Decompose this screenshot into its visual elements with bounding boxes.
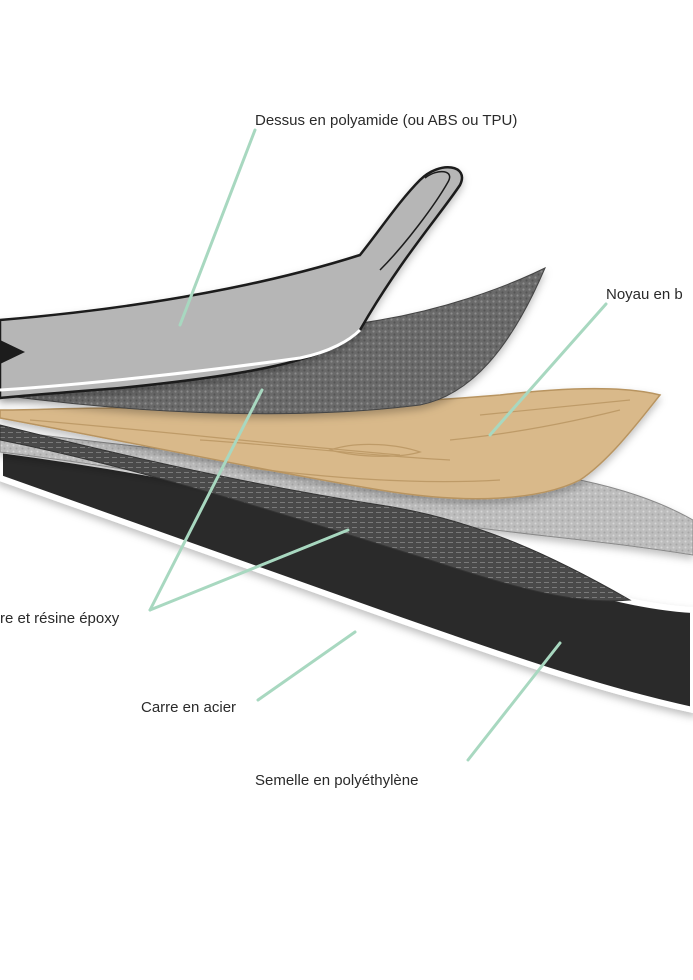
leader-fiber-a: [148, 388, 264, 612]
label-top-sheet: Dessus en polyamide (ou ABS ou TPU): [255, 112, 518, 129]
leader-top-sheet: [178, 128, 257, 327]
fiberglass-striped-layer: [0, 424, 632, 602]
leader-fiber-b: [148, 528, 350, 612]
label-base: Semelle en polyéthylène: [255, 772, 419, 789]
label-core: Noyau en b: [606, 286, 683, 303]
leader-edge: [256, 630, 357, 702]
wood-core-layer: [0, 387, 662, 500]
leader-lines: [148, 128, 608, 762]
label-fiber: re et résine époxy: [0, 610, 120, 627]
leader-base: [466, 641, 562, 762]
top-sheet-layer: [0, 166, 464, 400]
label-edge: Carre en acier: [141, 699, 237, 716]
leader-core: [488, 302, 608, 437]
